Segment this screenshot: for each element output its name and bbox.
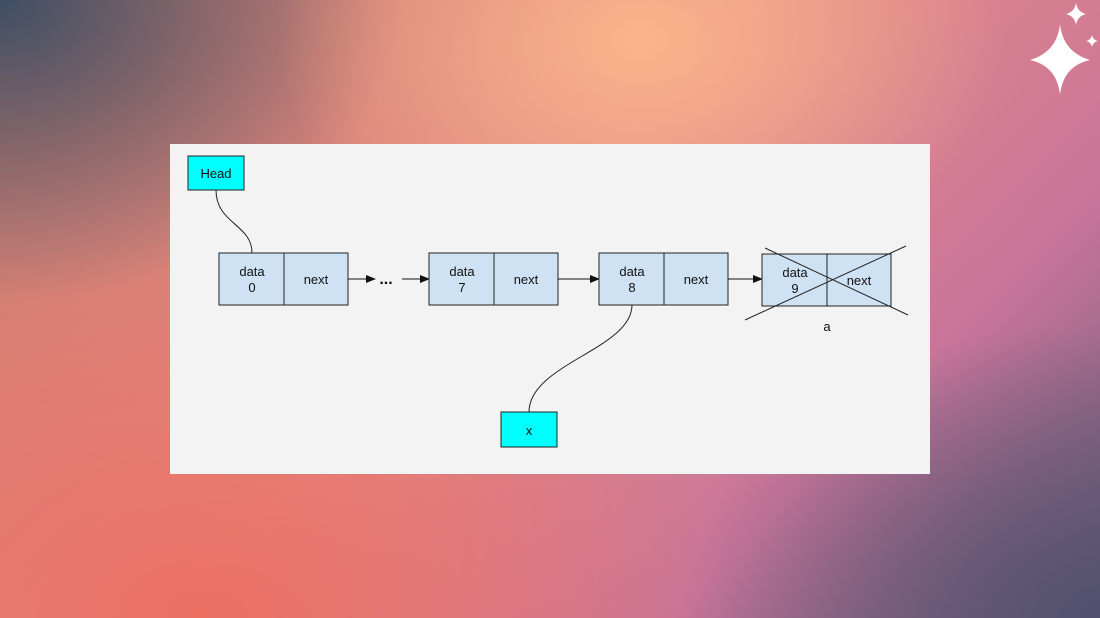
node-data-label: data: [239, 264, 265, 279]
x-pointer: x: [500, 411, 558, 448]
head-label: Head: [200, 166, 231, 181]
x-label: x: [526, 423, 533, 438]
delete-cross-line: [764, 247, 909, 316]
node-data-value: 9: [791, 281, 798, 296]
node-caption: a: [823, 319, 831, 334]
diagram-panel: Head data 0 next ... data 7 next: [170, 144, 930, 474]
node-data-value: 8: [628, 280, 635, 295]
ellipsis-label: ...: [379, 271, 392, 288]
node-next-label: next: [304, 272, 329, 287]
deleted-list-node: data 9 next a: [744, 245, 909, 334]
list-node: data 0 next: [218, 252, 349, 306]
linked-list-diagram: Head data 0 next ... data 7 next: [187, 155, 909, 448]
list-node: data 7 next: [428, 252, 559, 306]
node-next-label: next: [847, 273, 872, 288]
node-next-label: next: [684, 272, 709, 287]
head-pointer: Head: [187, 155, 245, 191]
node-data-value: 0: [248, 280, 255, 295]
x-edge: [528, 304, 633, 413]
sparkle-icon: [1030, 3, 1098, 95]
node-data-value: 7: [458, 280, 465, 295]
head-edge: [215, 189, 253, 254]
node-next-label: next: [514, 272, 539, 287]
node-data-label: data: [449, 264, 475, 279]
delete-cross-line: [744, 245, 907, 321]
list-node: data 8 next: [598, 252, 729, 306]
node-data-label: data: [782, 265, 808, 280]
node-data-label: data: [619, 264, 645, 279]
